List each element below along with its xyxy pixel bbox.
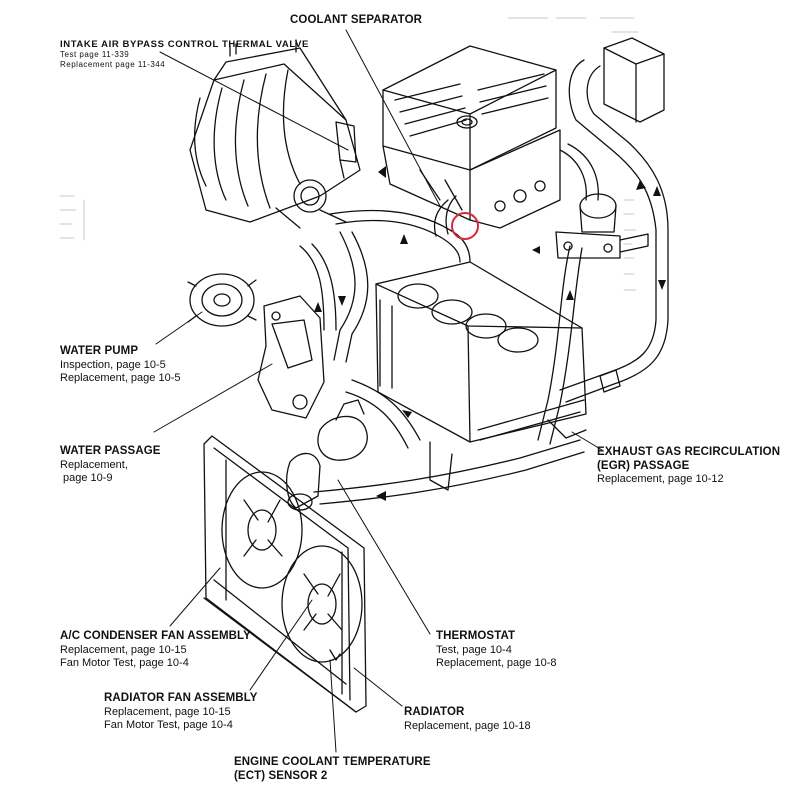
- thermostat-test: Test, page 10-4: [436, 643, 512, 656]
- radiator-fan-title: RADIATOR FAN ASSEMBLY: [104, 692, 258, 704]
- label-intake-air-bypass-valve: INTAKE AIR BYPASS CONTROL THERMAL VALVE …: [60, 39, 309, 69]
- engine-block: [375, 261, 587, 491]
- intake-manifold: [189, 39, 361, 229]
- water-passage-page: page 10-9: [63, 471, 113, 484]
- label-water-pump: WATER PUMP Inspection, page 10-5 Replace…: [60, 345, 180, 385]
- egr-title-line2: (EGR) PASSAGE: [597, 459, 690, 472]
- radiator-title: RADIATOR: [404, 706, 465, 718]
- water-pump-inspection: Inspection, page 10-5: [60, 358, 166, 371]
- label-radiator: RADIATOR Replacement, page 10-18: [404, 706, 531, 733]
- ect-title-line1: ENGINE COOLANT TEMPERATURE: [234, 756, 431, 768]
- label-water-passage: WATER PASSAGE Replacement, page 10-9: [60, 445, 161, 485]
- label-coolant-separator: COOLANT SEPARATOR: [290, 14, 422, 28]
- flow-arrows: [314, 166, 666, 501]
- ac-fan-motor-test: Fan Motor Test, page 10-4: [60, 656, 189, 669]
- label-egr-passage: EXHAUST GAS RECIRCULATION (EGR) PASSAGE …: [597, 446, 780, 486]
- reservoir-box: [603, 37, 665, 123]
- coolant-separator-highlight: [451, 212, 479, 240]
- water-pump-replacement: Replacement, page 10-5: [60, 371, 181, 384]
- water-pump: [187, 273, 257, 327]
- label-ect-sensor: ENGINE COOLANT TEMPERATURE (ECT) SENSOR …: [234, 756, 431, 783]
- radiator-fan-motor-test: Fan Motor Test, page 10-4: [104, 718, 233, 731]
- leader-lines: [153, 29, 603, 753]
- egr-title-line1: EXHAUST GAS RECIRCULATION: [597, 446, 781, 458]
- egr-replacement: Replacement, page 10-12: [597, 473, 724, 486]
- label-thermostat: THERMOSTAT Test, page 10-4 Replacement, …: [436, 630, 556, 670]
- water-pump-title: WATER PUMP: [60, 345, 139, 357]
- coolant-hoses: [299, 59, 669, 505]
- ect-title-line2: (ECT) SENSOR 2: [234, 769, 328, 782]
- intake-valve-replacement: Replacement page 11-344: [60, 59, 166, 69]
- radiator-fan-replacement: Replacement, page 10-15: [104, 705, 231, 718]
- thermostat-title: THERMOSTAT: [436, 630, 516, 642]
- label-ac-condenser-fan: A/C CONDENSER FAN ASSEMBLY Replacement, …: [60, 630, 251, 670]
- ac-fan-title: A/C CONDENSER FAN ASSEMBLY: [60, 630, 251, 642]
- water-passage-title: WATER PASSAGE: [60, 445, 161, 457]
- coolant-separator-title: COOLANT SEPARATOR: [290, 14, 423, 26]
- thermostat-replacement: Replacement, page 10-8: [436, 656, 557, 669]
- ac-fan-replacement: Replacement, page 10-15: [60, 643, 187, 656]
- radiator-replacement: Replacement, page 10-18: [404, 719, 531, 732]
- faded-background-text: [59, 17, 639, 291]
- radiator-assembly: [203, 435, 367, 713]
- water-passage-housing: [257, 295, 325, 419]
- cylinder-head: [382, 45, 561, 229]
- egr-valve: [555, 193, 649, 259]
- label-radiator-fan: RADIATOR FAN ASSEMBLY Replacement, page …: [104, 692, 258, 732]
- water-passage-replacement: Replacement,: [60, 458, 128, 471]
- intake-valve-test: Test page 11-339: [60, 50, 130, 60]
- intake-valve-title: INTAKE AIR BYPASS CONTROL THERMAL VALVE: [60, 39, 309, 50]
